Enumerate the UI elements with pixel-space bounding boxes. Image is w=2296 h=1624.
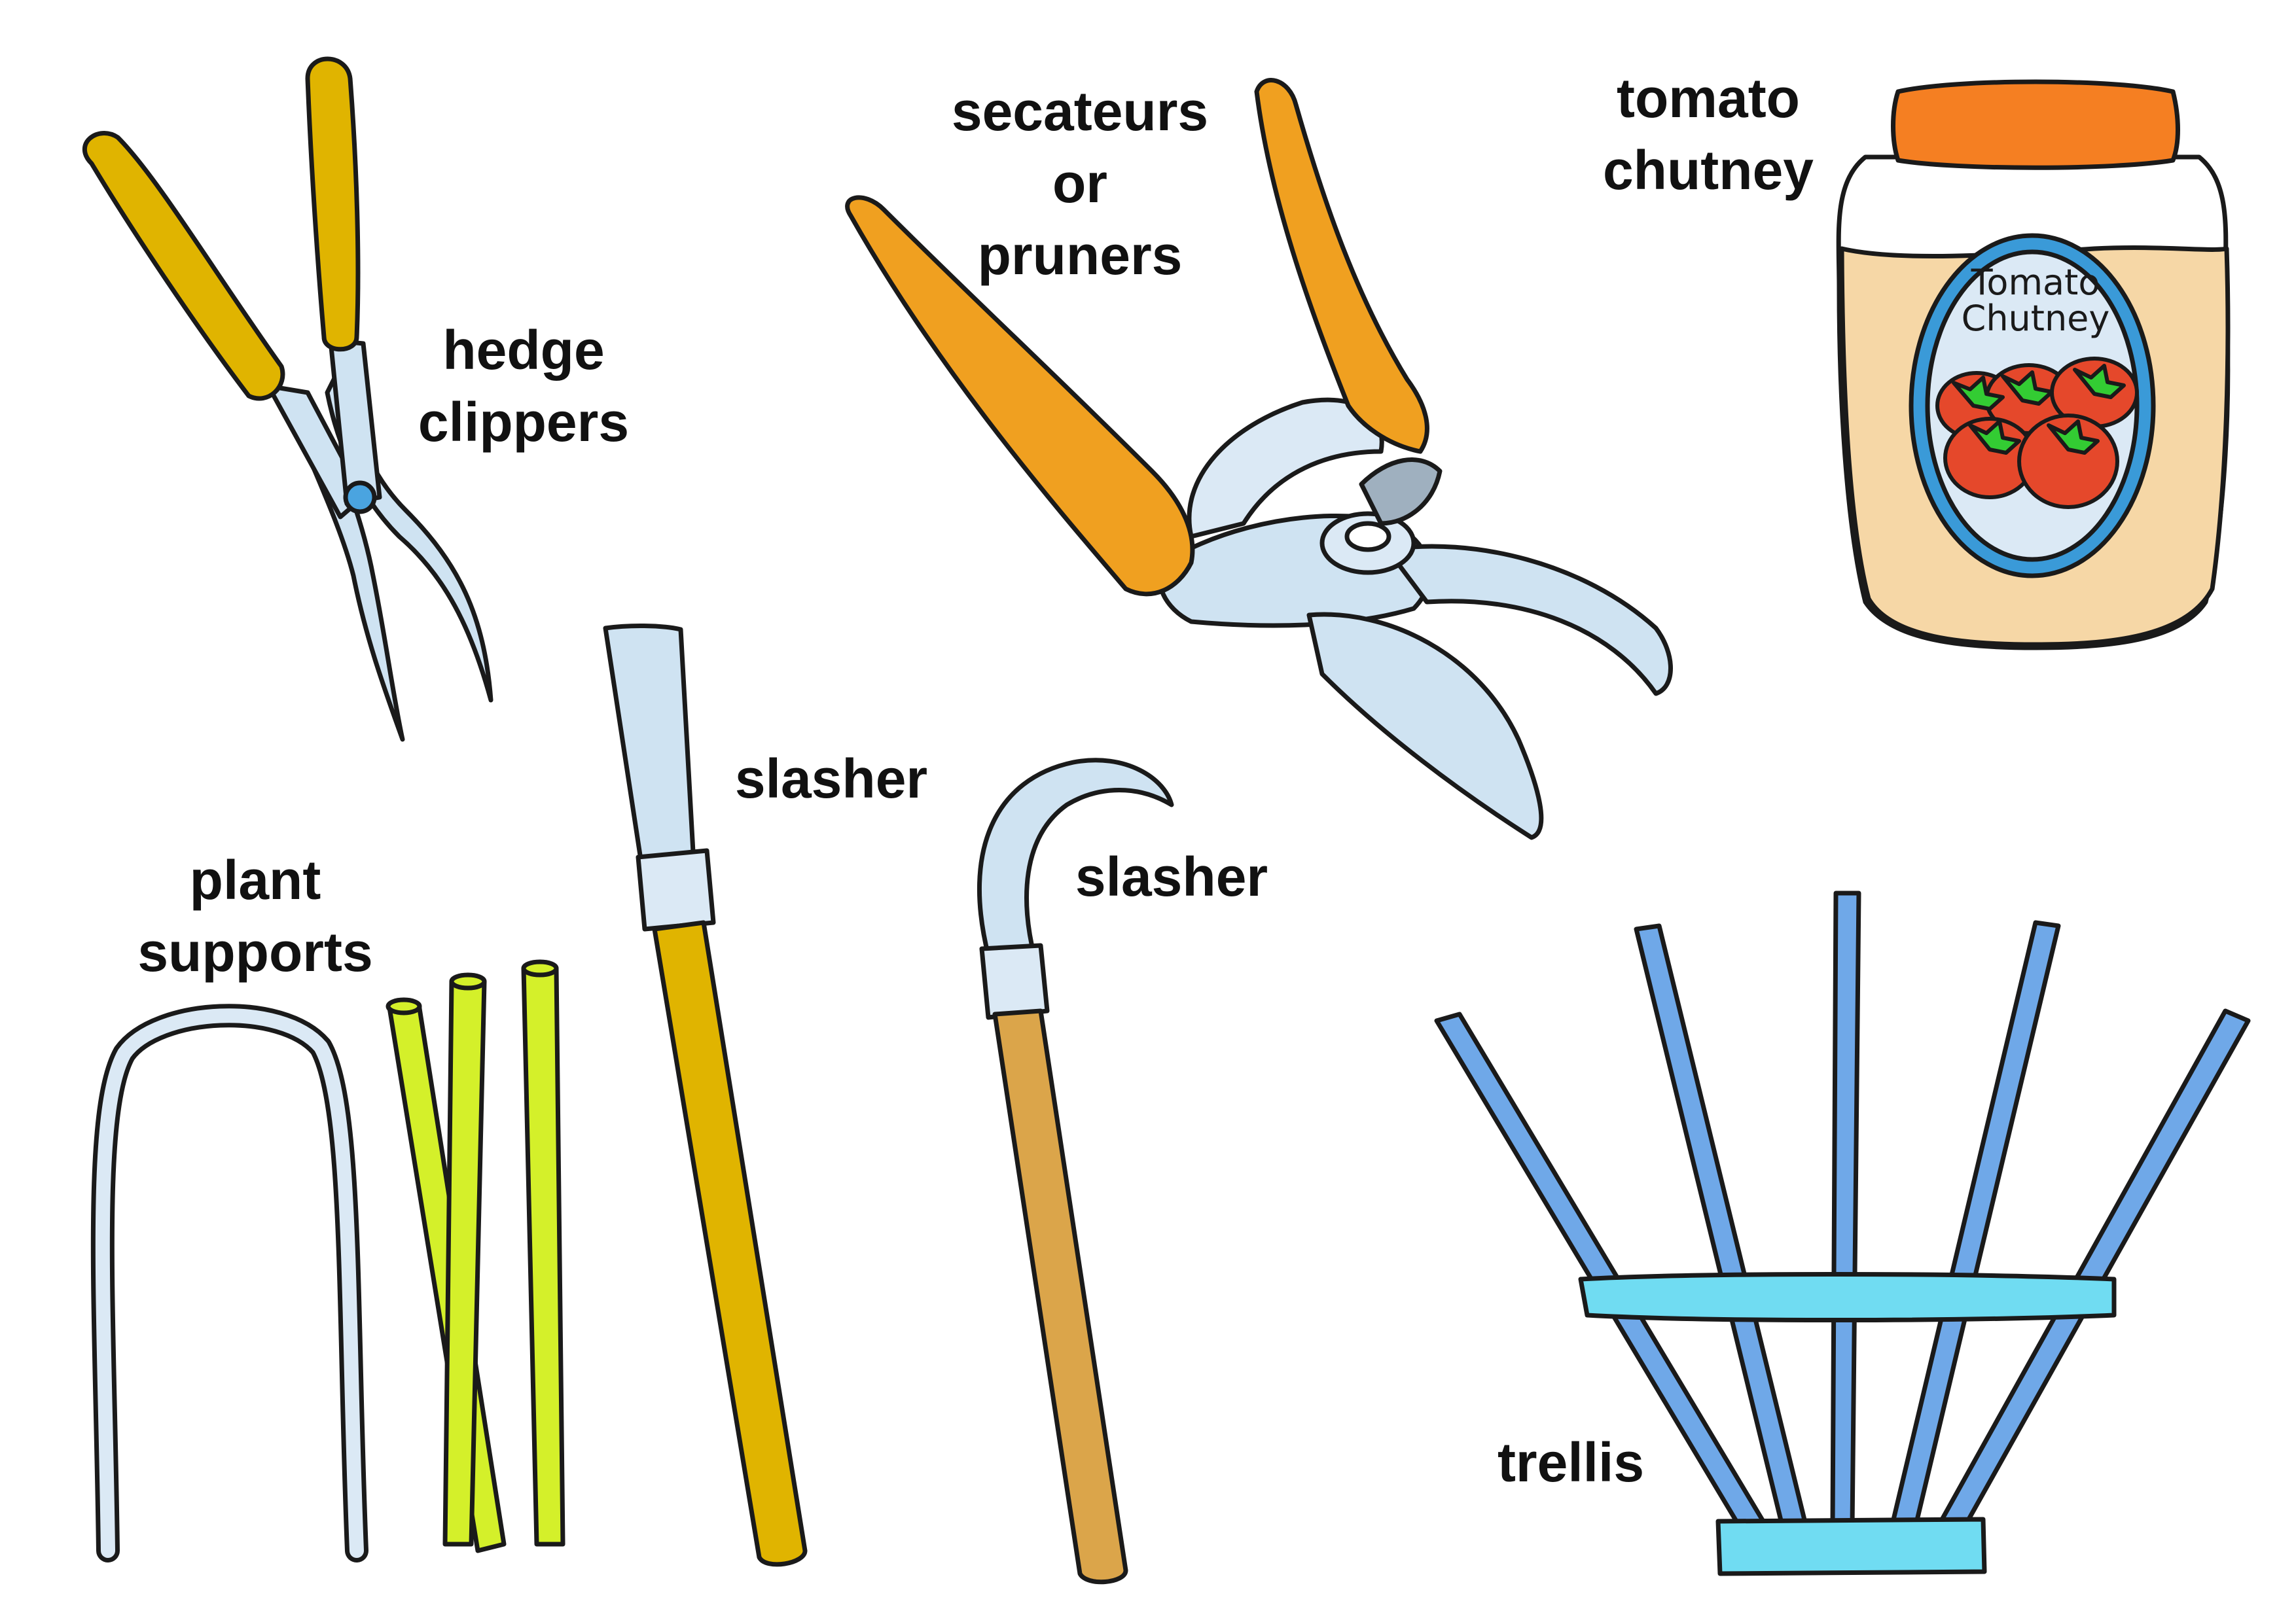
bamboo-stake-1-top	[386, 997, 422, 1015]
hedge-clippers-drawing	[82, 56, 493, 742]
label-hedge-clippers-line-1: hedge	[442, 319, 605, 381]
slasher-hooked-ferrule	[979, 943, 1050, 1020]
jar-tomatoes	[1935, 357, 2139, 509]
secateurs-handle-left	[845, 195, 1195, 597]
label-plant-supports-line-1: plant	[189, 849, 321, 911]
tomato-chutney-jar: Tomato Chutney	[1836, 79, 2231, 650]
wire-hoop-support	[90, 1004, 368, 1562]
jar-lid	[1891, 79, 2180, 170]
label-hedge-clippers-line-2: clippers	[418, 391, 630, 453]
trellis-crossbar	[1578, 1272, 2117, 1322]
label-slasher-hooked-text: slasher	[1075, 846, 1268, 908]
tomato-leaf-1	[1952, 376, 2005, 411]
label-slasher-straight-text: slasher	[734, 748, 928, 809]
label-trellis: trellis	[1460, 1426, 1682, 1498]
slasher-hooked-drawing	[977, 758, 1174, 1585]
trellis-slat-3	[1830, 891, 1861, 1530]
hedge-clippers-handle-right	[305, 56, 361, 352]
slasher-straight-ferrule	[636, 848, 716, 932]
tomato-leaf-3	[2073, 364, 2126, 399]
label-slasher-hooked: slasher	[1047, 841, 1296, 913]
label-secateurs-line-3: pruners	[977, 224, 1183, 286]
slasher-hooked-handle	[992, 1008, 1128, 1585]
label-trellis-text: trellis	[1497, 1432, 1645, 1493]
trellis-base	[1715, 1517, 1987, 1576]
label-slasher-straight: slasher	[707, 743, 956, 815]
label-secateurs-line-1: secateurs	[951, 80, 1209, 142]
slasher-straight-drawing	[603, 623, 808, 1567]
tomato-leaf-4	[1968, 419, 2021, 455]
slasher-straight-handle	[652, 920, 808, 1567]
jar-label-line-1: Tomato	[1971, 262, 2100, 303]
secateurs-drawing	[845, 78, 1673, 840]
label-secateurs: secateurs or pruners	[916, 75, 1244, 291]
bamboo-stake-2-top	[449, 972, 487, 991]
hedge-clippers-pivot	[343, 480, 377, 514]
wire-hoop-support-fill	[95, 1008, 364, 1558]
trellis-slat-4	[1889, 920, 2061, 1534]
secateurs-blade-lower	[1306, 612, 1544, 840]
slasher-straight-blade	[603, 623, 696, 866]
secateurs-anvil	[1359, 457, 1443, 526]
secateurs-blade-upper	[1385, 544, 1673, 696]
bamboo-stake-3	[521, 966, 565, 1547]
hedge-clippers-handle-left	[82, 131, 285, 401]
bamboo-stake-3-top	[521, 959, 559, 978]
trellis-slat-5	[1935, 1008, 2251, 1537]
label-tomato-chutney-line-2: chutney	[1602, 139, 1814, 201]
label-hedge-clippers: hedge clippers	[393, 314, 655, 458]
label-tomato-chutney: tomato chutney	[1571, 62, 1846, 206]
secateurs-handle-right	[1254, 78, 1429, 454]
tomato-leaf-5	[2047, 419, 2100, 455]
label-secateurs-line-2: or	[1052, 152, 1107, 214]
slasher-hooked-blade	[977, 758, 1174, 958]
tomato-leaf-2	[2001, 370, 2054, 406]
plant-supports-drawing	[90, 959, 565, 1562]
secateurs-pivot-center	[1344, 521, 1391, 552]
trellis-drawing	[1434, 891, 2251, 1576]
label-plant-supports-line-2: supports	[137, 921, 373, 983]
jar-label-line-2: Chutney	[1962, 298, 2110, 339]
label-plant-supports: plant supports	[111, 844, 399, 988]
label-tomato-chutney-line-1: tomato	[1617, 67, 1800, 129]
